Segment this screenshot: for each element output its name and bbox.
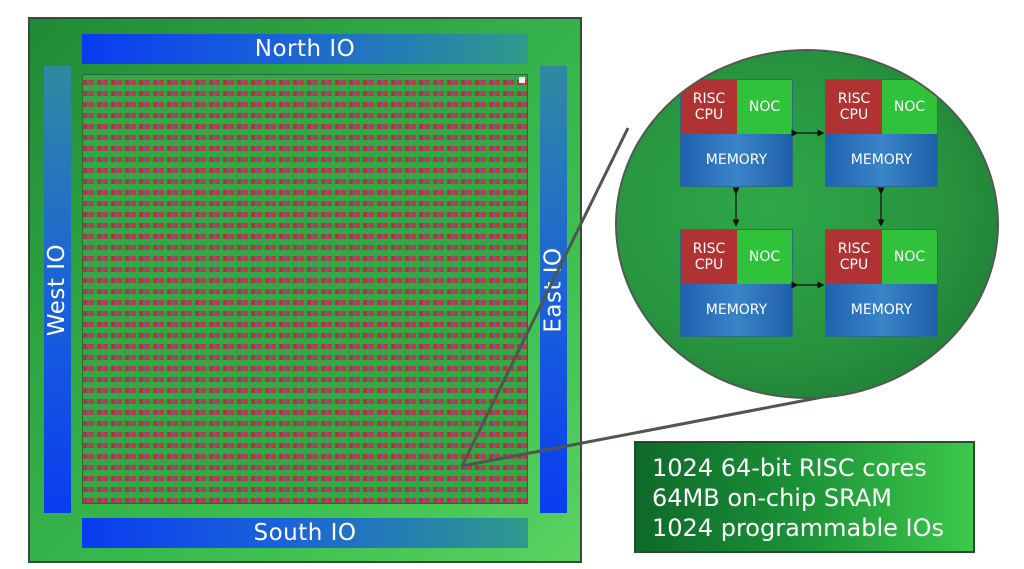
memory-block: MEMORY bbox=[826, 134, 937, 186]
south-io-label: South IO bbox=[253, 520, 357, 546]
memory-block: MEMORY bbox=[681, 284, 792, 336]
spec-ios: 1024 programmable IOs bbox=[652, 514, 945, 542]
zoom-line-lower bbox=[461, 394, 829, 468]
north-io-bar: North IO bbox=[82, 34, 528, 64]
core-array-rows bbox=[83, 75, 527, 503]
zoom-line-upper bbox=[460, 127, 630, 467]
noc-block: NOC bbox=[882, 80, 937, 134]
noc-block: NOC bbox=[882, 230, 937, 284]
south-io-bar: South IO bbox=[82, 518, 528, 548]
noc-links bbox=[732, 129, 885, 289]
memory-block: MEMORY bbox=[826, 284, 937, 336]
core-array-grid bbox=[82, 74, 528, 504]
spec-cores: 1024 64-bit RISC cores bbox=[652, 454, 927, 482]
memory-block: MEMORY bbox=[681, 134, 792, 186]
spec-sram: 64MB on-chip SRAM bbox=[652, 484, 892, 512]
west-io-bar: West IO bbox=[44, 66, 71, 513]
core-array-corner-marker bbox=[519, 77, 525, 83]
north-io-label: North IO bbox=[254, 36, 356, 62]
spec-summary-box: 1024 64-bit RISC cores 64MB on-chip SRAM… bbox=[634, 441, 975, 553]
east-io-bar: East IO bbox=[540, 66, 567, 513]
noc-block: NOC bbox=[737, 80, 792, 134]
noc-block: NOC bbox=[737, 230, 792, 284]
